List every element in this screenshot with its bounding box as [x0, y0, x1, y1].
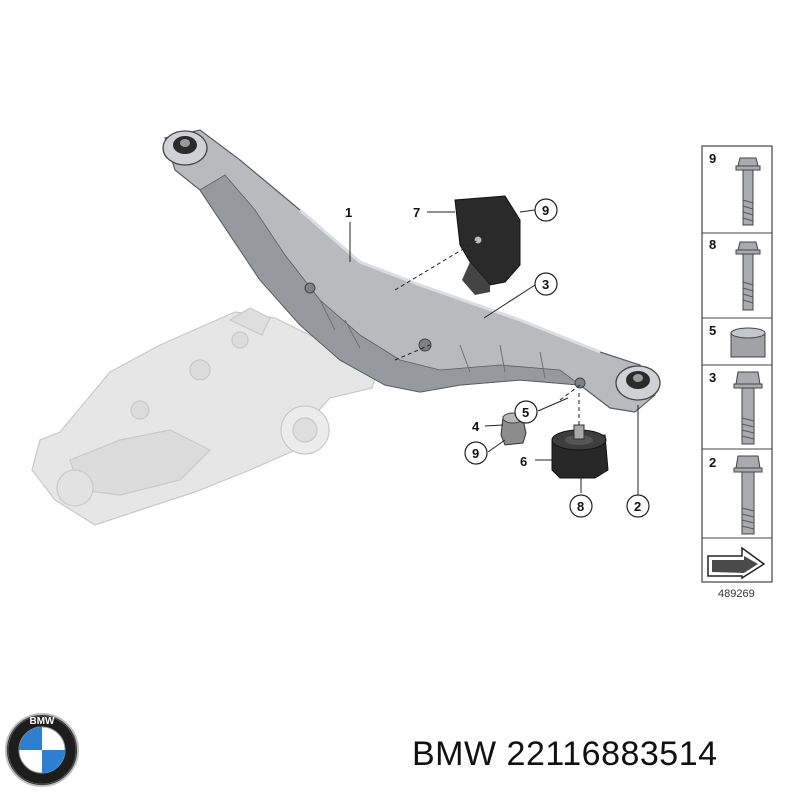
callout-9-top: 9 [542, 203, 549, 218]
part-caption: BMW 22116883514 [412, 735, 718, 774]
bolt-2-icon [733, 455, 763, 535]
callout-6: 6 [520, 454, 527, 469]
bolt-8-icon [735, 241, 761, 311]
side-item-5: 5 [709, 323, 716, 338]
bolt-9-icon [735, 157, 761, 226]
side-item-2: 2 [709, 455, 716, 470]
rubber-mount [551, 424, 609, 479]
callout-9b-circle [464, 441, 488, 465]
callout-8: 8 [577, 499, 584, 514]
bmw-logo: BMW [5, 713, 79, 787]
bolt-3-icon [733, 371, 763, 445]
callout-4: 4 [472, 419, 480, 434]
leader-lines [349, 209, 639, 495]
side-item-3: 3 [709, 370, 716, 385]
crossmember-beam [162, 129, 661, 413]
callout-3: 3 [542, 277, 549, 292]
logo-lettering: BMW [30, 716, 56, 727]
side-item-9: 9 [709, 151, 716, 166]
differential-housing [31, 307, 379, 526]
brand-name: BMW [412, 735, 497, 773]
callout-5: 5 [522, 405, 529, 420]
callout-9-bottom: 9 [472, 446, 479, 461]
callout-2-circle [626, 494, 650, 518]
callout-9-circle [534, 198, 558, 222]
callout-5-circle [514, 400, 538, 424]
assembly-lines [394, 239, 581, 425]
callout-7: 7 [413, 205, 420, 220]
callout-3-circle [534, 272, 558, 296]
callout-8-circle [569, 494, 593, 518]
side-item-8: 8 [709, 237, 716, 252]
parts-side-panel: 9 8 5 3 2 [701, 145, 773, 583]
part-number: 22116883514 [506, 735, 718, 773]
rubber-stop-pad [454, 195, 521, 295]
sleeve-5-icon [730, 327, 766, 358]
callout-2: 2 [634, 499, 641, 514]
callout-1: 1 [345, 205, 352, 220]
callouts: 1 7 9 3 4 5 9 6 8 2 [345, 198, 650, 518]
direction-arrow-icon [707, 546, 766, 580]
diagram-id: 489269 [718, 588, 755, 600]
